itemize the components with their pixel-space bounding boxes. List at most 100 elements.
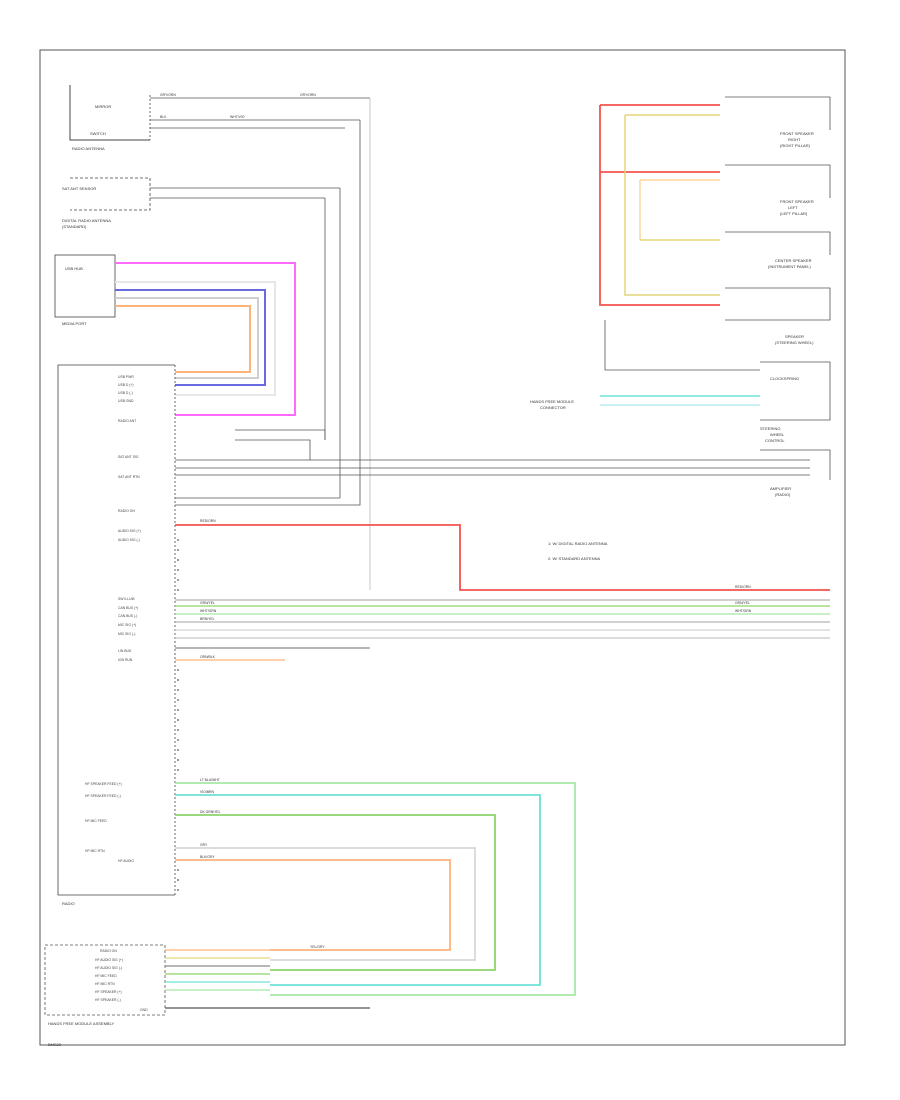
center-speaker-loc: (INSTRUMENT PANEL) [768, 264, 811, 269]
radio-pin: SAT ANT RTN [118, 475, 140, 479]
control-label: CONTROL [765, 438, 785, 443]
right-yellow-wires [624, 114, 720, 296]
sat-ant-label: SAT ANT SENSOR [62, 186, 96, 191]
usb-wires [115, 262, 296, 416]
radio-pin: LIN BUS [118, 649, 132, 653]
steering-speaker-label: SPEAKER [785, 334, 804, 339]
radio-pin-lower: HF SPEAKER FEED (-) [85, 794, 121, 798]
amplifier: AMPLIFIER (RADIO) [760, 449, 831, 497]
wire-code: ORN/BLK [200, 655, 216, 659]
radio-pin: SW ILLUM [118, 597, 135, 601]
usb-port-group: USB HUB MEDIA PORT [54, 254, 116, 326]
wheel-label: WHEEL [770, 432, 785, 437]
red-wire [175, 104, 830, 591]
hf-connector-sub: CONNECTOR [540, 405, 566, 410]
wire-code: GRY [200, 843, 208, 847]
amplifier-loc: (RADIO) [775, 492, 791, 497]
wire-code: RED/ORN [735, 585, 751, 589]
wire-code-labels: GRY/ORN GRY/ORN BLK WHT/VIO RED/ORN RED/… [160, 93, 752, 949]
radio-pin-lower: HF AUDIO [118, 859, 134, 863]
cyan-wires [600, 395, 760, 406]
hf-pin: HF MIC RTN [95, 982, 115, 986]
wire-code: GRY/ORN [300, 93, 316, 97]
radio-pin: USB GND [118, 399, 134, 403]
bus-wires [175, 599, 830, 661]
page-id: BMS22 [48, 1042, 62, 1047]
wire-code: BRN/YEL [200, 617, 215, 621]
diagram-frame [39, 49, 846, 1046]
wire-code: YEL/GRY [310, 945, 325, 949]
wire-code: WHT/GRN [200, 609, 217, 613]
wire-code: WHT/VIO [230, 115, 245, 119]
sat-antenna-group: SAT ANT SENSOR DIGITAL RADIO ANTENNA (ST… [62, 177, 341, 498]
radio-pin: USB PWR [118, 375, 134, 379]
front-speaker-right-side: RIGHT [788, 137, 801, 142]
usb-hub-label: USB HUB [65, 266, 83, 271]
front-speaker-left-label: FRONT SPEAKER [780, 199, 814, 204]
radio-pin: IGN RUN [118, 658, 133, 662]
radio-pin: RADIO ON [118, 509, 135, 513]
radio-pin: USB D (-) [118, 391, 133, 395]
hf-module-label: HANDS FREE MODULE ASSEMBLY [48, 1021, 114, 1026]
clockspring-label: CLOCKSPRING [770, 376, 799, 381]
front-speaker-right-label: FRONT SPEAKER [780, 131, 814, 136]
hf-connector-label: HANDS FREE MODULE [530, 399, 574, 404]
center-speaker-label: CENTER SPEAKER [775, 258, 812, 263]
radio-antenna-wires [175, 120, 810, 506]
radio-pin-numbers [177, 539, 179, 891]
center-speaker: CENTER SPEAKER (INSTRUMENT PANEL) [725, 231, 831, 269]
sat-standard-label: (STANDARD) [62, 224, 87, 229]
radio-pin: AUDIO SIG (-) [118, 538, 140, 542]
radio-label: RADIO [62, 901, 75, 906]
hf-module-wires [165, 949, 370, 1009]
hf-wires [175, 782, 576, 996]
radio-pin: SAT ANT SIG [118, 455, 139, 459]
hands-free-connector: HANDS FREE MODULE CONNECTOR [530, 399, 574, 410]
wire-code: LT BLU/WHT [200, 778, 220, 782]
wire-code: GRN/YEL [200, 601, 215, 605]
steering-speaker-loc: (STEERING WHEEL) [775, 340, 814, 345]
hf-pin: GND [140, 1008, 148, 1012]
mirror-switch-group: MIRROR SWITCH RADIO ANTENNA [69, 85, 371, 590]
radio-pin-labels: USB PWR USB D (+) USB D (-) USB GND RADI… [85, 375, 141, 863]
radio-block: RADIO [57, 364, 176, 906]
hf-pin: HF SPEAKER (-) [95, 998, 121, 1002]
hf-pin: HF AUDIO SIG (+) [95, 958, 123, 962]
wire-code: BLK [160, 115, 167, 119]
notes: 1: W/ DIGITAL RADIO ANTENNA 2: W/ STANDA… [548, 541, 608, 561]
digital-radio-antenna-label: DIGITAL RADIO ANTENNA [62, 218, 111, 223]
wire-code: GRN/YEL [735, 601, 750, 605]
front-speaker-left-side: LEFT [788, 205, 798, 210]
front-speaker-right-loc: (RIGHT PILLAR) [780, 143, 811, 148]
mirror-label-1: MIRROR [95, 104, 111, 109]
front-speaker-left: FRONT SPEAKER LEFT (LEFT PILLAR) [725, 164, 831, 216]
radio-pin: AUDIO SIG (+) [118, 529, 141, 533]
wire-code: VIO/BRN [200, 790, 214, 794]
front-speaker-right: FRONT SPEAKER RIGHT (RIGHT PILLAR) [725, 96, 831, 148]
note-1: 1: W/ DIGITAL RADIO ANTENNA [548, 541, 608, 546]
wire-code: WHT/GRN [735, 609, 752, 613]
steering-label: STEERING [760, 426, 780, 431]
radio-pin: USB D (+) [118, 383, 134, 387]
amplifier-label: AMPLIFIER [770, 486, 791, 491]
wire-code: RED/ORN [200, 519, 216, 523]
radio-pin-lower: HF MIC RTN [85, 849, 105, 853]
steering-wheel-speaker: SPEAKER (STEERING WHEEL) [725, 287, 831, 345]
radio-pin: CAN BUS (-) [118, 614, 137, 618]
radio-pin: MIC SIG (+) [118, 623, 136, 627]
radio-pin: CAN BUS (+) [118, 606, 138, 610]
steering-control: CLOCKSPRING STEERING WHEEL CONTROL [604, 320, 831, 443]
hf-pin: RADIO ON [100, 949, 117, 953]
wire-code: BLK/GRY [200, 855, 215, 859]
hf-pin: HF MIC FEED [95, 974, 117, 978]
front-speaker-left-loc: (LEFT PILLAR) [780, 211, 808, 216]
hf-pin: HF AUDIO SIG (-) [95, 966, 122, 970]
media-port-label: MEDIA PORT [62, 321, 87, 326]
hands-free-module: RADIO ON HF AUDIO SIG (+) HF AUDIO SIG (… [44, 944, 166, 1026]
radio-pin-lower: HF SPEAKER FEED (+) [85, 782, 122, 786]
radio-pin: MIC SIG (-) [118, 632, 135, 636]
radio-pin-lower: HF MIC FEED [85, 819, 107, 823]
note-2: 2: W/ STANDARD ANTENNA [548, 556, 600, 561]
wire-code: DK GRN/YEL [200, 810, 221, 814]
